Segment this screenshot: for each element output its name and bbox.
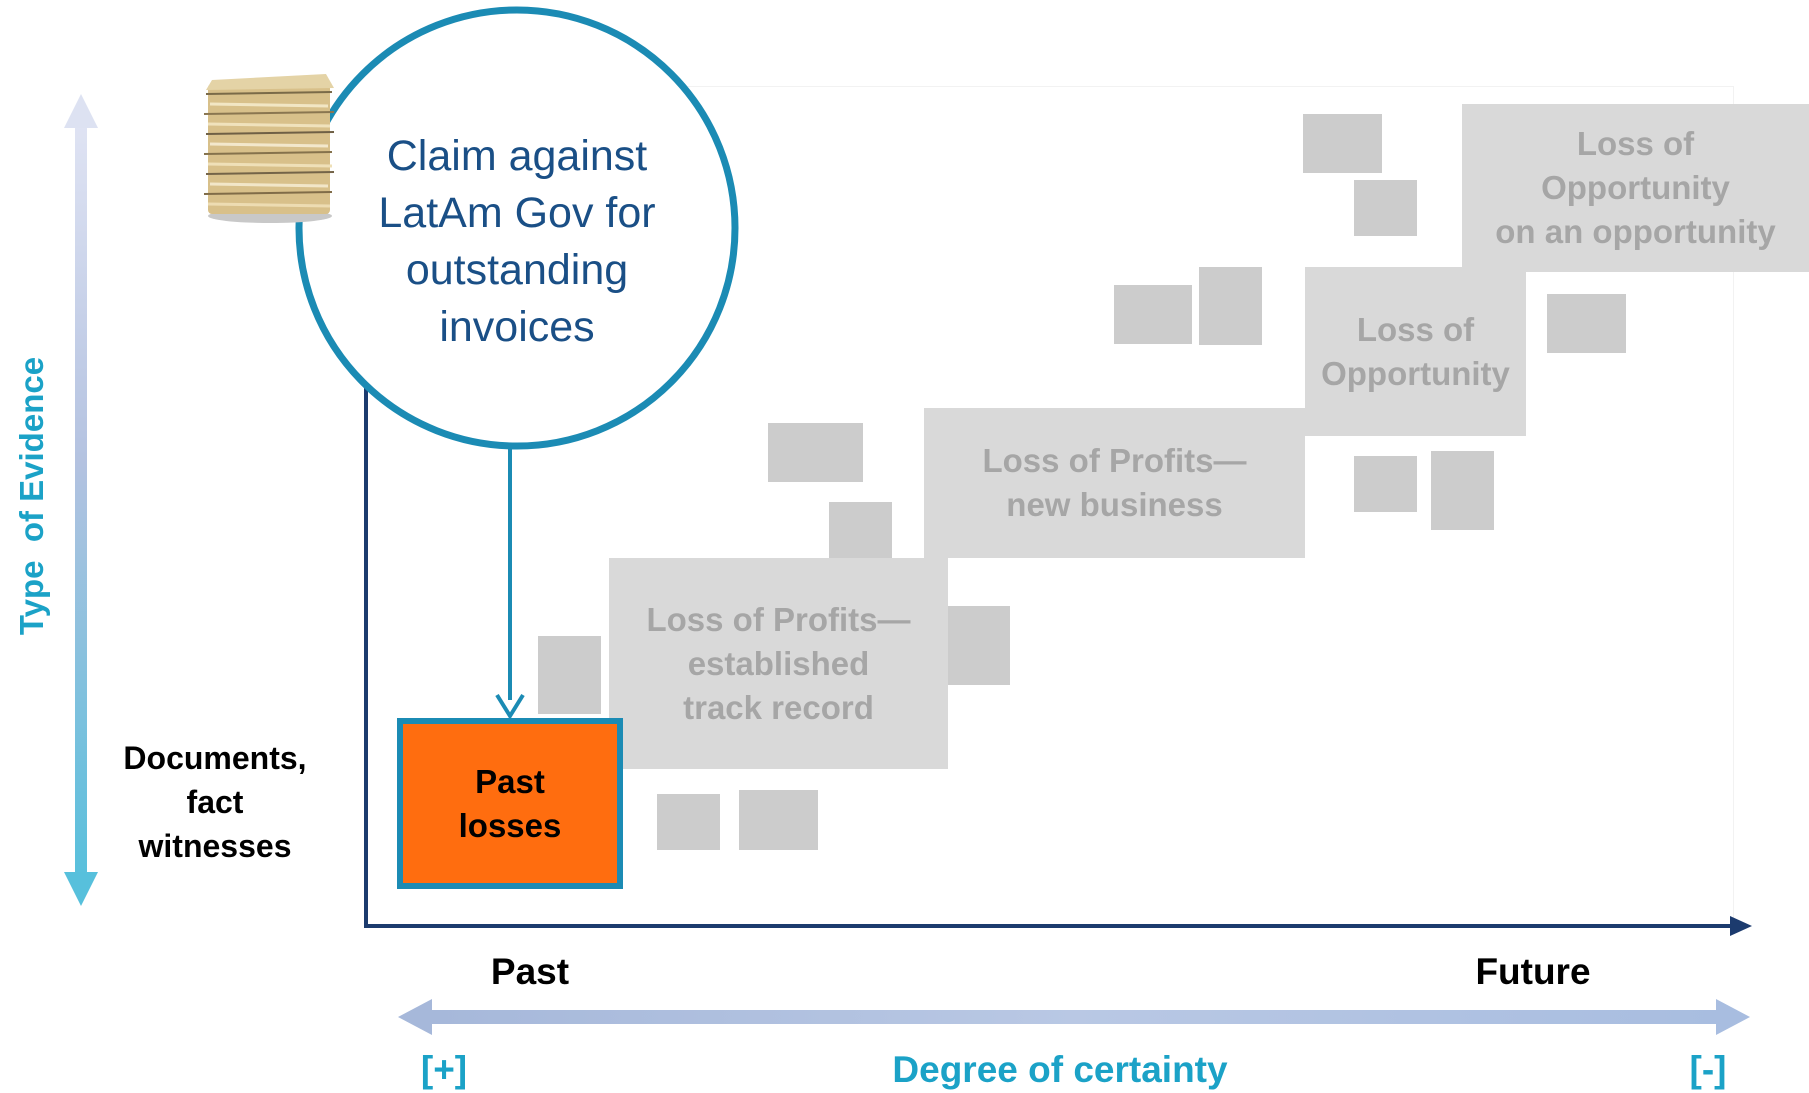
filler-block: [1303, 114, 1382, 173]
filler-block: [1199, 267, 1262, 345]
box-line: Loss of Profits—: [646, 600, 911, 638]
loss-of-profits-established-box: Loss of Profits— established track recor…: [609, 558, 948, 769]
box-line: on an opportunity: [1495, 213, 1776, 250]
horizontal-double-arrow: [398, 999, 1750, 1035]
vertical-double-arrow: [64, 94, 98, 906]
callout-connector-arrow: [495, 440, 525, 720]
certainty-plus-label: [+]: [420, 1049, 468, 1090]
certainty-minus-label: [-]: [1689, 1049, 1727, 1090]
callout-line: Claim against: [386, 132, 648, 180]
box-line: Past: [475, 762, 545, 800]
filler-block: [657, 794, 720, 850]
filler-block: [1354, 180, 1417, 236]
box-line: new business: [1006, 486, 1223, 523]
filler-block: [1547, 294, 1626, 353]
callout-line: outstanding: [405, 246, 629, 294]
box-line: Opportunity: [1321, 354, 1510, 392]
filler-block: [1431, 451, 1494, 530]
certainty-axis-title: Degree of certainty: [892, 1049, 1228, 1090]
filler-block: [768, 423, 863, 482]
callout-text: Claim against LatAm Gov for outstanding …: [327, 128, 707, 356]
callout-circle: [295, 6, 739, 450]
box-line: track record: [683, 688, 874, 726]
loss-of-opportunity-box: Loss of Opportunity: [1305, 267, 1526, 436]
box-line: Loss of: [1576, 125, 1695, 162]
x-axis-future-label: Future: [1475, 951, 1591, 992]
past-losses-box: Past losses: [397, 718, 623, 889]
documents-witnesses-label: Documents, fact witnesses: [95, 736, 335, 868]
filler-block: [739, 790, 818, 850]
x-axis-past-label: Past: [490, 951, 570, 992]
loss-of-opportunity-on-opportunity-box: Loss of Opportunity on an opportunity: [1462, 104, 1809, 272]
filler-block: [1354, 456, 1417, 512]
label-line: fact: [186, 784, 244, 820]
chart-axes: [364, 370, 1752, 936]
label-line: Documents,: [123, 740, 307, 776]
box-line: established: [687, 644, 870, 682]
box-line: Loss of Profits—: [982, 442, 1247, 479]
filler-block: [829, 502, 892, 558]
y-axis-title: Type of Evidence: [13, 356, 50, 636]
callout-line: LatAm Gov for: [378, 189, 656, 237]
loss-of-profits-new-business-box: Loss of Profits— new business: [924, 408, 1305, 558]
filler-block: [538, 636, 601, 714]
document-stack-icon: [196, 66, 344, 226]
box-line: Loss of: [1356, 310, 1475, 348]
filler-block: [1114, 285, 1192, 344]
label-line: witnesses: [138, 828, 292, 864]
box-line: losses: [458, 806, 562, 844]
filler-block: [947, 606, 1010, 685]
callout-line: invoices: [439, 303, 595, 351]
box-line: Opportunity: [1541, 169, 1730, 206]
